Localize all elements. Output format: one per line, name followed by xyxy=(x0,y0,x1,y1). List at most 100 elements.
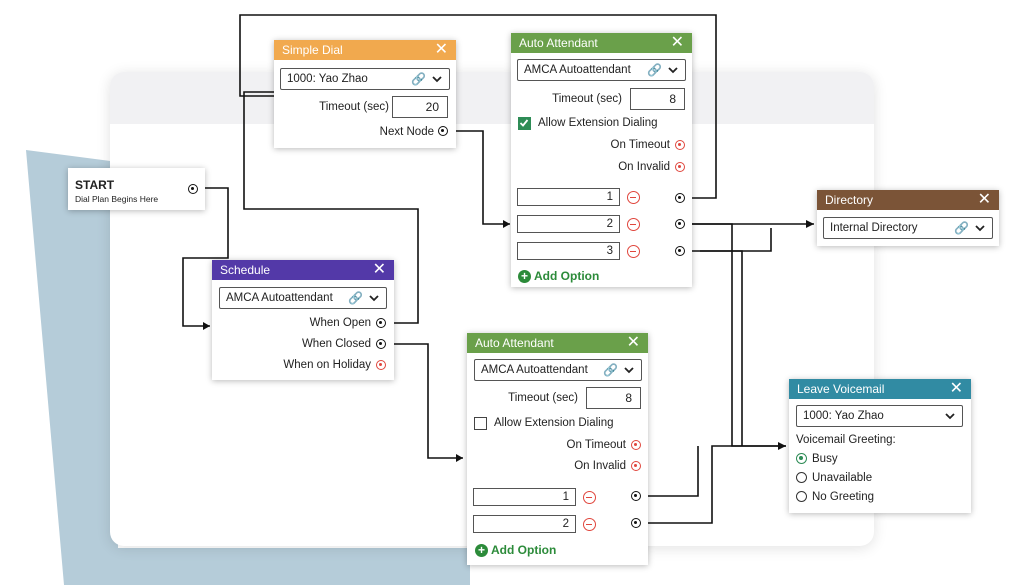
plus-icon: + xyxy=(475,543,488,557)
allow-extension-checkbox[interactable] xyxy=(518,117,531,130)
auto-attendant-1-option-port[interactable] xyxy=(675,219,685,229)
schedule-when-closed-port[interactable] xyxy=(376,339,386,349)
voicemail-selected: 1000: Yao Zhao xyxy=(803,410,884,422)
auto-attendant-1-title: Auto Attendant xyxy=(519,36,598,50)
schedule-node[interactable]: Schedule ✕ AMCA Autoattendant 🔗 When Ope… xyxy=(212,260,394,380)
start-node[interactable]: START Dial Plan Begins Here xyxy=(68,168,205,210)
allow-extension-checkbox[interactable] xyxy=(474,417,487,430)
auto-attendant-2-add-option-button[interactable]: + Add Option xyxy=(475,543,556,557)
auto-attendant-1-on-timeout-port[interactable] xyxy=(675,140,685,150)
close-icon[interactable]: ✕ xyxy=(977,191,991,208)
auto-attendant-2-on-invalid-label: On Invalid xyxy=(574,460,626,472)
simple-dial-selected: 1000: Yao Zhao xyxy=(287,73,368,85)
chevron-down-icon[interactable] xyxy=(667,64,679,76)
directory-header[interactable]: Directory ✕ xyxy=(817,190,999,210)
add-option-label: Add Option xyxy=(491,543,557,557)
close-icon[interactable]: ✕ xyxy=(626,334,640,351)
leave-voicemail-node[interactable]: Leave Voicemail ✕ 1000: Yao Zhao Voicema… xyxy=(789,379,971,513)
chevron-down-icon[interactable] xyxy=(623,364,635,376)
auto-attendant-2-option-input[interactable]: 2 xyxy=(473,515,576,533)
remove-option-icon[interactable] xyxy=(627,245,640,258)
plus-icon: + xyxy=(518,269,531,283)
chevron-down-icon[interactable] xyxy=(368,292,380,304)
auto-attendant-2-header[interactable]: Auto Attendant ✕ xyxy=(467,333,648,353)
remove-option-icon[interactable] xyxy=(627,191,640,204)
remove-option-icon[interactable] xyxy=(627,218,640,231)
auto-attendant-node-2[interactable]: Auto Attendant ✕ AMCA Autoattendant 🔗 Ti… xyxy=(467,333,648,565)
auto-attendant-1-on-invalid-port[interactable] xyxy=(675,162,685,172)
auto-attendant-1-allow-ext-label: Allow Extension Dialing xyxy=(538,117,658,129)
start-subtitle: Dial Plan Begins Here xyxy=(75,194,159,204)
close-icon[interactable]: ✕ xyxy=(949,380,963,397)
auto-attendant-2-option-input[interactable]: 1 xyxy=(473,488,576,506)
remove-option-icon[interactable] xyxy=(583,518,596,531)
directory-selected: Internal Directory xyxy=(830,222,918,234)
auto-attendant-1-selected: AMCA Autoattendant xyxy=(524,64,631,76)
schedule-title: Schedule xyxy=(220,263,271,277)
greeting-option-label: No Greeting xyxy=(812,491,875,503)
auto-attendant-1-option-port[interactable] xyxy=(675,193,685,203)
voicemail-mailbox-select[interactable]: 1000: Yao Zhao xyxy=(796,405,963,427)
auto-attendant-1-option-input[interactable]: 1 xyxy=(517,188,620,206)
greeting-radio-busy[interactable] xyxy=(796,453,807,464)
schedule-select[interactable]: AMCA Autoattendant 🔗 xyxy=(219,287,387,309)
close-icon[interactable]: ✕ xyxy=(372,261,386,278)
directory-select[interactable]: Internal Directory 🔗 xyxy=(823,217,993,239)
auto-attendant-2-on-timeout-label: On Timeout xyxy=(566,439,626,451)
auto-attendant-1-timeout-input[interactable]: 8 xyxy=(630,88,685,110)
auto-attendant-1-select[interactable]: AMCA Autoattendant 🔗 xyxy=(517,59,686,81)
schedule-when-open-port[interactable] xyxy=(376,318,386,328)
simple-dial-header[interactable]: Simple Dial ✕ xyxy=(274,40,456,60)
greeting-option-label: Busy xyxy=(812,453,838,465)
auto-attendant-2-on-timeout-port[interactable] xyxy=(631,440,641,450)
start-output-port[interactable] xyxy=(188,184,198,194)
auto-attendant-2-on-invalid-port[interactable] xyxy=(631,461,641,471)
greeting-radio-no-greeting[interactable] xyxy=(796,491,807,502)
checkmark-icon xyxy=(519,119,529,127)
start-title: START xyxy=(75,178,115,192)
simple-dial-next-node-port[interactable] xyxy=(438,126,448,136)
voicemail-greeting-label: Voicemail Greeting: xyxy=(796,434,896,446)
voicemail-header[interactable]: Leave Voicemail ✕ xyxy=(789,379,971,399)
auto-attendant-2-option-port[interactable] xyxy=(631,491,641,501)
auto-attendant-1-header[interactable]: Auto Attendant ✕ xyxy=(511,33,692,53)
auto-attendant-1-option-input[interactable]: 3 xyxy=(517,242,620,260)
schedule-header[interactable]: Schedule ✕ xyxy=(212,260,394,280)
link-icon[interactable]: 🔗 xyxy=(647,63,662,77)
auto-attendant-1-option-input[interactable]: 2 xyxy=(517,215,620,233)
close-icon[interactable]: ✕ xyxy=(670,34,684,51)
auto-attendant-2-timeout-input[interactable]: 8 xyxy=(586,387,641,409)
schedule-holiday-label: When on Holiday xyxy=(283,359,371,371)
link-icon[interactable]: 🔗 xyxy=(348,291,363,305)
directory-node[interactable]: Directory ✕ Internal Directory 🔗 xyxy=(817,190,999,246)
add-option-label: Add Option xyxy=(534,269,600,283)
simple-dial-node[interactable]: Simple Dial ✕ 1000: Yao Zhao 🔗 Timeout (… xyxy=(274,40,456,148)
schedule-when-closed-label: When Closed xyxy=(301,338,371,350)
greeting-radio-unavailable[interactable] xyxy=(796,472,807,483)
link-icon[interactable]: 🔗 xyxy=(954,221,969,235)
chevron-down-icon[interactable] xyxy=(974,222,986,234)
auto-attendant-1-on-timeout-label: On Timeout xyxy=(610,139,670,151)
chevron-down-icon[interactable] xyxy=(431,73,443,85)
simple-dial-next-node-label: Next Node xyxy=(379,126,434,138)
auto-attendant-2-option-port[interactable] xyxy=(631,518,641,528)
remove-option-icon[interactable] xyxy=(583,491,596,504)
auto-attendant-1-on-invalid-label: On Invalid xyxy=(618,161,670,173)
close-icon[interactable]: ✕ xyxy=(434,41,448,58)
auto-attendant-2-timeout-label: Timeout (sec) xyxy=(508,392,578,404)
link-icon[interactable]: 🔗 xyxy=(603,363,618,377)
auto-attendant-1-add-option-button[interactable]: + Add Option xyxy=(518,269,599,283)
auto-attendant-2-select[interactable]: AMCA Autoattendant 🔗 xyxy=(474,359,642,381)
auto-attendant-1-option-port[interactable] xyxy=(675,246,685,256)
simple-dial-title: Simple Dial xyxy=(282,43,343,57)
simple-dial-timeout-input[interactable]: 20 xyxy=(392,96,448,118)
simple-dial-extension-select[interactable]: 1000: Yao Zhao 🔗 xyxy=(280,68,450,90)
canvas-toolbar-area xyxy=(110,72,874,124)
chevron-down-icon[interactable] xyxy=(944,410,956,422)
auto-attendant-2-allow-ext-label: Allow Extension Dialing xyxy=(494,417,614,429)
directory-title: Directory xyxy=(825,193,874,207)
auto-attendant-node-1[interactable]: Auto Attendant ✕ AMCA Autoattendant 🔗 Ti… xyxy=(511,33,692,287)
auto-attendant-2-title: Auto Attendant xyxy=(475,336,554,350)
schedule-holiday-port[interactable] xyxy=(376,360,386,370)
link-icon[interactable]: 🔗 xyxy=(411,72,426,86)
